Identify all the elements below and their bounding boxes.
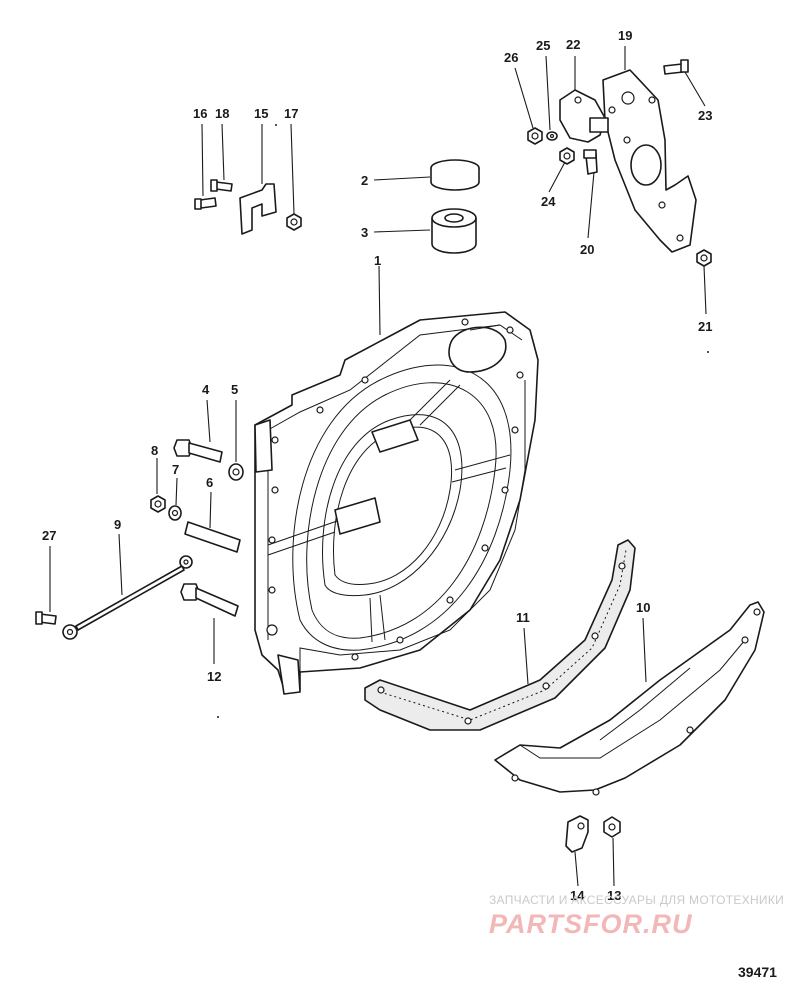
- label-20: 20: [580, 242, 594, 257]
- label-22: 22: [566, 37, 580, 52]
- stray-dot: [217, 716, 219, 718]
- label-21: 21: [698, 319, 712, 334]
- nut-8: [150, 495, 166, 513]
- part-labels: 1 2 3 4 5 6 7 8 9 10 11 12 13 14 15 16 1…: [42, 28, 712, 903]
- watermark-logo-for: FOR: [583, 909, 643, 939]
- label-18: 18: [215, 106, 229, 121]
- leader-lines: [49, 46, 707, 887]
- label-15: 15: [254, 106, 268, 121]
- label-16: 16: [193, 106, 207, 121]
- diagram-number: 39471: [738, 964, 777, 980]
- label-23: 23: [698, 108, 712, 123]
- label-14: 14: [570, 888, 585, 903]
- label-19: 19: [618, 28, 632, 43]
- watermark-logo: PARTSFOR.RU: [489, 909, 693, 939]
- washer-7: [168, 505, 182, 521]
- stray-dot: [275, 124, 277, 126]
- nut-13: [603, 816, 621, 838]
- watermark-logo-parts: PARTS: [489, 909, 583, 939]
- cover-10: [494, 601, 765, 796]
- watermark: ЗАПЧАСТИ И АКСЕССУАРЫ ДЛЯ МОТОТЕХНИКИ PA…: [489, 893, 784, 939]
- label-5: 5: [231, 382, 238, 397]
- label-1: 1: [374, 253, 381, 268]
- nut-26: [527, 127, 543, 145]
- bushing: [431, 208, 477, 254]
- gasket-11: [364, 539, 636, 731]
- fitting-22: [559, 89, 609, 143]
- nut-21: [696, 249, 712, 267]
- label-12: 12: [207, 669, 221, 684]
- bracket-19: [602, 69, 697, 253]
- label-4: 4: [202, 382, 210, 397]
- nut-24: [559, 147, 575, 165]
- sleeve: [430, 159, 480, 191]
- ground-strap-9: [62, 555, 193, 640]
- stud-6: [184, 521, 241, 553]
- label-13: 13: [607, 888, 621, 903]
- bolt-12: [180, 583, 239, 617]
- label-3: 3: [361, 225, 368, 240]
- label-26: 26: [504, 50, 518, 65]
- label-10: 10: [636, 600, 650, 615]
- nut-17: [286, 213, 302, 231]
- label-8: 8: [151, 443, 158, 458]
- screw-27: [35, 611, 57, 625]
- label-17: 17: [284, 106, 298, 121]
- clip-14: [565, 815, 589, 853]
- washer-25: [546, 131, 558, 141]
- label-2: 2: [361, 173, 368, 188]
- screw-23: [663, 59, 689, 75]
- label-24: 24: [541, 194, 556, 209]
- label-27: 27: [42, 528, 56, 543]
- label-6: 6: [206, 475, 213, 490]
- label-7: 7: [172, 462, 179, 477]
- washer-5: [228, 463, 244, 481]
- stray-dot: [707, 351, 709, 353]
- label-25: 25: [536, 38, 550, 53]
- watermark-tagline: ЗАПЧАСТИ И АКСЕССУАРЫ ДЛЯ МОТОТЕХНИКИ: [489, 893, 784, 907]
- screw-18: [210, 179, 233, 192]
- label-9: 9: [114, 517, 121, 532]
- screw-20: [583, 149, 598, 175]
- bracket-15: [239, 183, 277, 235]
- flywheel-housing: [254, 311, 539, 695]
- watermark-logo-ru: .RU: [643, 909, 693, 939]
- bolt-4: [173, 439, 223, 463]
- screw-16: [194, 197, 217, 210]
- label-11: 11: [516, 610, 530, 625]
